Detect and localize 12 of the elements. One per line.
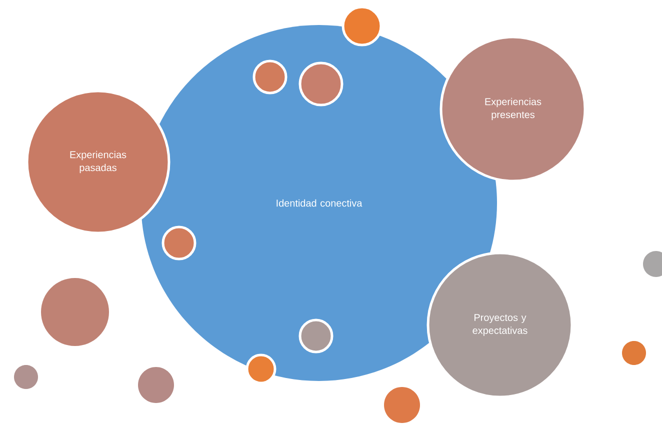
bubble: Experiencias presentes xyxy=(440,36,586,182)
bubble: Experiencias pasadas xyxy=(26,90,170,234)
small-bubble xyxy=(342,6,382,46)
small-bubble xyxy=(384,387,420,423)
small-bubble xyxy=(298,62,344,106)
small-bubble xyxy=(138,367,174,403)
small-bubble xyxy=(14,365,38,389)
small-bubble xyxy=(246,354,276,384)
bubble: Proyectos y expectativas xyxy=(426,252,574,398)
small-bubble xyxy=(622,341,646,365)
small-bubble xyxy=(41,278,109,346)
small-bubble xyxy=(643,251,662,277)
